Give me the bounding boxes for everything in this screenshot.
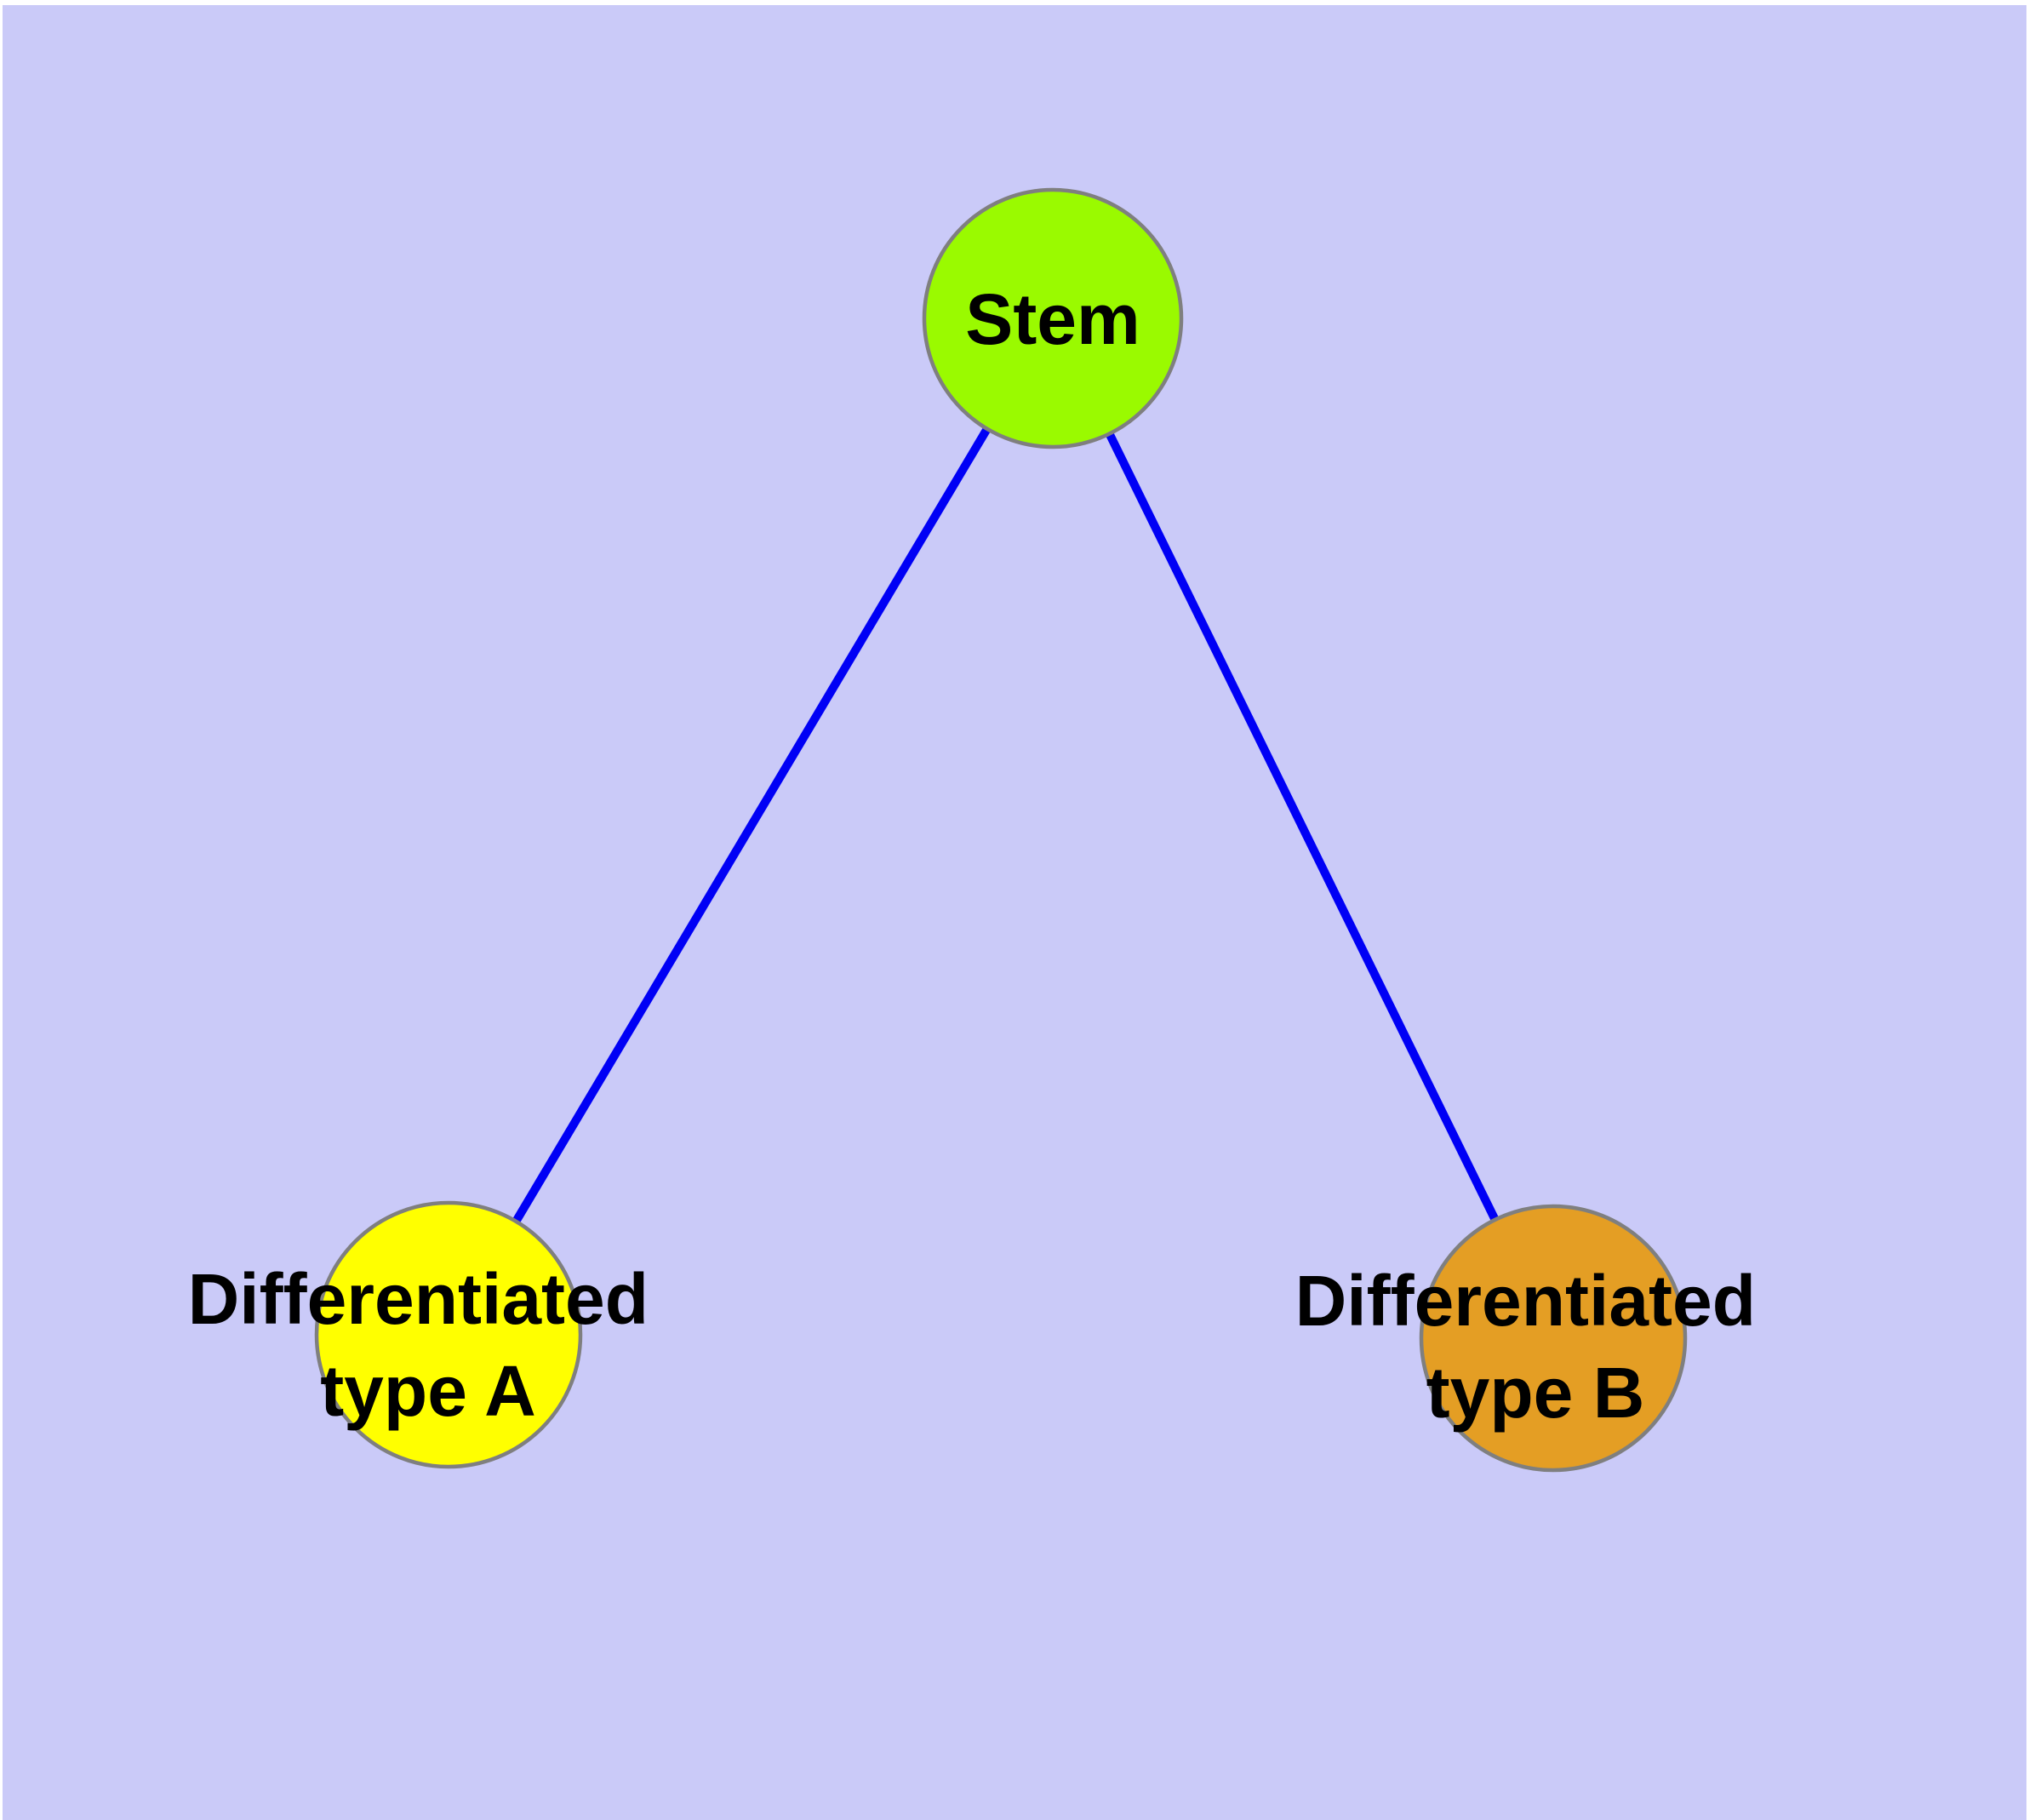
node-differentiated-type-b [1419,1204,1688,1473]
node-differentiated-type-a-label: Differentiated type A [188,1259,669,1431]
node-stem-label: Stem [965,279,1140,359]
node-differentiated-type-b-label-line2: type B [1426,1353,1645,1433]
node-differentiated-type-a-label-line2: type A [320,1351,536,1431]
edge-stem-to-type-b [1049,316,1557,1341]
node-differentiated-type-a-label-line1: Differentiated [188,1259,649,1339]
edge-stem-to-type-a [444,316,1057,1337]
node-differentiated-type-a [314,1200,583,1469]
node-differentiated-type-b-label-line1: Differentiated [1295,1261,1756,1341]
node-stem [922,187,1184,449]
node-differentiated-type-b-label: Differentiated type B [1295,1261,1776,1433]
